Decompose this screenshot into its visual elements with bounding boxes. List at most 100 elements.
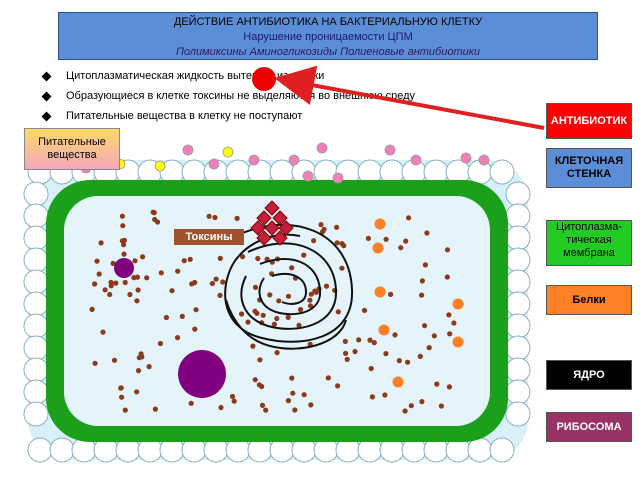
ribosome-dot	[119, 394, 125, 400]
ribosome-dot	[371, 340, 377, 346]
ribosome-dot	[398, 245, 404, 251]
ribosome-dot	[344, 356, 350, 362]
nutrient-particle	[208, 158, 220, 170]
protein-dot	[452, 336, 464, 348]
toxin-molecule	[256, 230, 272, 246]
ribosome-dot	[308, 291, 314, 297]
wall-bubble	[489, 437, 515, 463]
ribosome-dot	[181, 258, 187, 264]
ribosome-dot	[121, 251, 127, 257]
ribosome-dot	[94, 258, 100, 264]
wall-bubble	[27, 437, 53, 463]
ribosome-dots	[89, 209, 457, 414]
wall-bubble	[505, 313, 531, 339]
legend-cell-wall: КЛЕТОЧНАЯ СТЕНКА	[546, 148, 632, 188]
wall-bubble	[505, 181, 531, 207]
ribosome-dot	[289, 375, 295, 381]
ribosome-dot	[206, 213, 212, 219]
nutrient-particle	[460, 152, 472, 164]
ribosome-dot	[396, 358, 402, 364]
ribosome-dot	[361, 307, 368, 313]
wall-bubble	[505, 401, 531, 427]
ribosome-dot	[135, 368, 142, 374]
ribosome-dot	[285, 293, 292, 299]
ribosome-dot	[231, 398, 237, 404]
ribosome-dot	[250, 343, 256, 349]
ribosome-dot	[447, 331, 453, 337]
wall-bubble	[505, 379, 531, 405]
wall-bubble	[505, 269, 531, 295]
ribosome-dot	[252, 308, 258, 314]
ribosome-dot	[406, 215, 412, 221]
ribosome-dot	[217, 255, 223, 261]
nutrient-particle	[248, 154, 260, 166]
cytoplasm	[64, 196, 490, 426]
wall-bubble	[505, 291, 531, 317]
ribosome-dot	[285, 314, 291, 320]
ribosome-dot	[174, 335, 181, 341]
ribosome-dot	[276, 298, 282, 304]
wall-bubble	[505, 203, 531, 229]
ribosome-dot	[98, 240, 104, 246]
ribosome-dot	[263, 407, 269, 413]
ribosome-dot	[218, 404, 224, 411]
ribosome-dot	[325, 375, 331, 381]
ribosome-dot	[419, 278, 425, 284]
ribosome-dot	[213, 276, 219, 282]
ribosome-dot	[402, 408, 408, 414]
ribosome-dot	[382, 392, 388, 398]
ribosome-dot	[341, 243, 347, 249]
toxin-molecule	[272, 210, 288, 226]
ribosome-dot	[301, 392, 307, 398]
ribosome-dot	[163, 314, 169, 321]
ribosome-dot	[256, 382, 262, 388]
toxin-molecule	[278, 220, 294, 236]
ribosome-dot	[257, 357, 263, 363]
ribosome-dot	[319, 229, 326, 235]
ribosome-dot	[405, 359, 411, 365]
ribosome-dot	[217, 292, 223, 298]
ribosome-dot	[240, 254, 246, 260]
ribosome-dot	[134, 389, 140, 395]
title-subtitle: Нарушение проницаемости ЦПМ	[243, 31, 413, 43]
nutrient-particle	[316, 142, 328, 154]
ribosome-dot	[111, 357, 118, 363]
wall-bubble	[23, 247, 49, 273]
ribosome-dot	[113, 280, 119, 286]
ribosome-dot	[446, 312, 452, 318]
wall-bubble	[505, 247, 531, 273]
ribosome-dot	[367, 337, 373, 343]
ribosome-dot	[122, 279, 128, 286]
wall-bubble	[505, 225, 531, 251]
ribosome-dot	[383, 236, 389, 242]
protein-dot	[374, 218, 386, 230]
ribosome-dot	[132, 258, 138, 264]
ribosome-dot	[96, 271, 102, 277]
ribosome-dot	[120, 223, 126, 229]
ribosome-dot	[451, 320, 457, 326]
inclusion-small	[114, 258, 134, 278]
toxins-label: Токсины	[174, 229, 244, 245]
ribosome-dot	[312, 288, 318, 294]
wall-bubble	[467, 437, 493, 463]
ribosome-dot	[301, 252, 307, 258]
ribosome-dot	[100, 329, 106, 335]
ribosome-dot	[334, 240, 340, 246]
ribosome-dot	[209, 280, 215, 287]
antibiotic-arrow	[274, 65, 545, 130]
bullet-text: Питательные вещества в клетку не поступа…	[66, 110, 303, 122]
protein-dot	[392, 376, 404, 388]
toxin-molecule	[256, 210, 272, 226]
ribosome-dot	[419, 292, 425, 298]
ribosome-dot	[356, 337, 362, 343]
nutrient-particle	[332, 172, 344, 184]
ribosome-dot	[144, 275, 150, 281]
ribosome-dot	[285, 398, 291, 404]
ribosome-dot	[146, 364, 152, 370]
wall-bubble	[23, 401, 49, 427]
ribosome-dot	[255, 255, 261, 262]
title-box: ДЕЙСТВИЕ АНТИБИОТИКА НА БАКТЕРИАЛЬНУЮ КЛ…	[58, 12, 598, 60]
wall-bubble	[505, 335, 531, 361]
ribosome-dot	[431, 333, 437, 339]
